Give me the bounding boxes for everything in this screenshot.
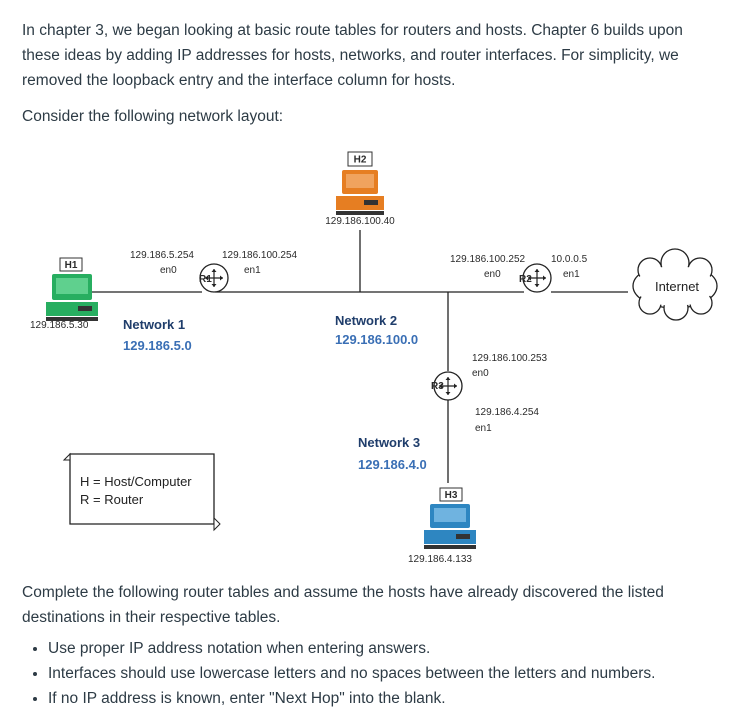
internet-label: Internet <box>655 279 699 294</box>
r2-if0-ip: 129.186.100.252 <box>450 254 526 265</box>
h1-label: H1 <box>65 260 78 271</box>
internet-cloud <box>632 248 718 321</box>
list-item: If no IP address is known, enter "Next H… <box>48 686 728 711</box>
h3-label: H3 <box>445 490 458 501</box>
list-item: Use proper IP address notation when ente… <box>48 636 728 661</box>
r3-if1-ip: 129.186.4.254 <box>475 407 539 418</box>
h3-ip: 129.186.4.133 <box>408 554 472 565</box>
r3-if0-ip: 129.186.100.253 <box>472 353 548 364</box>
layout-prompt: Consider the following network layout: <box>22 108 284 125</box>
intro-paragraph: In chapter 3, we began looking at basic … <box>22 22 683 89</box>
r2-if1-ip: 10.0.0.5 <box>551 254 588 265</box>
r3-label: R3 <box>431 381 444 392</box>
r2-if0-name: en0 <box>484 269 501 280</box>
legend-router: R = Router <box>80 492 144 507</box>
network1-name: Network 1 <box>123 317 185 332</box>
r3-if1-name: en1 <box>475 423 492 434</box>
network2-addr: 129.186.100.0 <box>335 332 418 347</box>
r1-if1-name: en1 <box>244 265 261 276</box>
instructions-paragraph: Complete the following router tables and… <box>22 584 664 626</box>
host-h1: H1 <box>46 257 98 321</box>
h2-ip: 129.186.100.40 <box>325 216 395 227</box>
network-diagram: H2 129.186.100.40 H1 129.186.5.30 R1 129… <box>30 151 718 565</box>
r1-if0-ip: 129.186.5.254 <box>130 250 194 261</box>
network1-addr: 129.186.5.0 <box>123 338 192 353</box>
network2-name: Network 2 <box>335 313 397 328</box>
r2-if1-name: en1 <box>563 269 580 280</box>
r1-if0-name: en0 <box>160 265 177 276</box>
network3-addr: 129.186.4.0 <box>358 457 427 472</box>
legend-host: H = Host/Computer <box>80 474 192 489</box>
list-item: Interfaces should use lowercase letters … <box>48 661 728 686</box>
instruction-list: Use proper IP address notation when ente… <box>26 636 728 711</box>
legend-box <box>62 452 221 532</box>
host-h2: H2 <box>336 151 384 215</box>
r1-label: R1 <box>199 274 212 285</box>
h2-label: H2 <box>354 155 367 166</box>
r1-if1-ip: 129.186.100.254 <box>222 250 298 261</box>
host-h3: H3 <box>424 487 476 549</box>
h1-ip: 129.186.5.30 <box>30 320 89 331</box>
r2-label: R2 <box>519 274 532 285</box>
network3-name: Network 3 <box>358 435 420 450</box>
r3-if0-name: en0 <box>472 368 489 379</box>
